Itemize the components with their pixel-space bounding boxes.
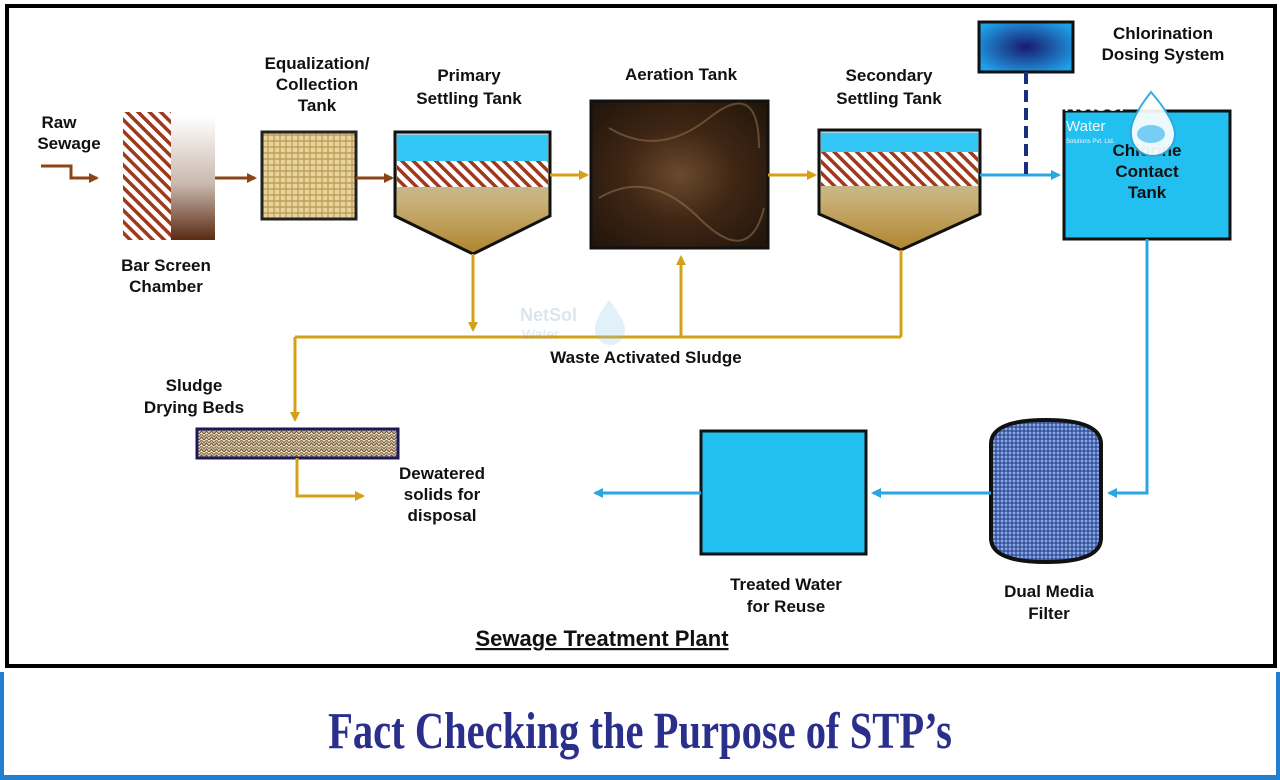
logo-tagline: Solutions Pvt. Ltd. [1066, 139, 1115, 145]
label-bar-screen-2: Chamber [129, 277, 203, 296]
label-waste-sludge: Waste Activated Sludge [550, 348, 741, 367]
primary-settling-tank [393, 130, 552, 256]
stp-diagram: Raw Sewage Bar Screen Chamber Equalizati… [37, 20, 1232, 651]
label-equalization-3: Tank [298, 96, 337, 115]
sludge-drying-beds [195, 427, 400, 460]
watermark-brand-2: Water [522, 326, 559, 342]
label-primary-1: Primary [437, 66, 501, 85]
treated-water-tank [699, 429, 868, 556]
footer-banner: Fact Checking the Purpose of STP’s [0, 672, 1280, 780]
footer-title: Fact Checking the Purpose of STP’s [328, 703, 952, 760]
logo-brand-2: Water [1066, 118, 1105, 135]
plant-title: Sewage Treatment Plant [475, 626, 729, 651]
bar-screen-chamber [123, 112, 215, 240]
diagram-frame: Raw Sewage Bar Screen Chamber Equalizati… [5, 4, 1277, 668]
arrow-dewatered-solids [295, 458, 365, 501]
label-treated-2: for Reuse [747, 597, 825, 616]
logo-brand-1: NetSol [1064, 95, 1124, 116]
arrow-chlorine-to-filter [1107, 239, 1149, 498]
label-sludge-beds-2: Drying Beds [144, 398, 244, 417]
label-chlorination-2: Dosing System [1102, 45, 1225, 64]
footer-right-border [1276, 672, 1280, 780]
label-treated-1: Treated Water [730, 575, 842, 594]
label-sludge-beds-1: Sludge [166, 376, 223, 395]
netsol-watermark: NetSol Water [520, 300, 625, 345]
label-dewatered-2: solids for [404, 485, 481, 504]
label-dual-media-2: Filter [1028, 604, 1070, 623]
label-dual-media-1: Dual Media [1004, 582, 1094, 601]
chlorination-dosing-system [977, 20, 1075, 74]
label-primary-2: Settling Tank [416, 89, 522, 108]
aeration-tank [589, 99, 770, 250]
secondary-settling-tank [817, 128, 982, 252]
dual-media-filter [989, 417, 1103, 565]
label-chlorine-2: Contact [1115, 162, 1179, 181]
footer-bottom-border [0, 775, 1280, 780]
label-dewatered-3: disposal [408, 506, 477, 525]
label-equalization-2: Collection [276, 75, 358, 94]
sludge-lines [290, 250, 903, 422]
netsol-logo: NetSol Water Solutions Pvt. Ltd. [1064, 90, 1177, 157]
label-secondary-1: Secondary [846, 66, 933, 85]
label-dewatered-1: Dewatered [399, 464, 485, 483]
label-bar-screen-1: Bar Screen [121, 256, 211, 275]
label-chlorination-1: Chlorination [1113, 24, 1213, 43]
label-aeration: Aeration Tank [625, 65, 738, 84]
label-chlorine-3: Tank [1128, 183, 1167, 202]
label-raw-sewage-2: Sewage [37, 134, 100, 153]
raw-sewage-arrow [41, 164, 99, 183]
label-raw-sewage-1: Raw [42, 113, 78, 132]
equalization-tank [260, 130, 358, 221]
label-equalization-1: Equalization/ [265, 54, 370, 73]
watermark-brand-1: NetSol [520, 305, 577, 325]
footer-left-border [0, 672, 4, 780]
label-secondary-2: Settling Tank [836, 89, 942, 108]
